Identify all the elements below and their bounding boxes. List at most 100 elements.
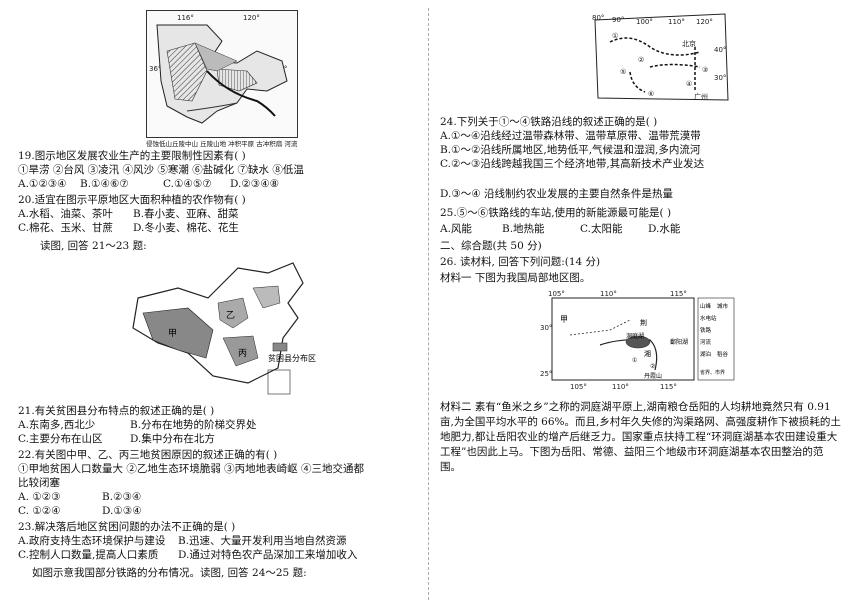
lat-label: 30° xyxy=(540,324,552,332)
label-xiang: 湘 xyxy=(644,349,651,358)
lon-label: 105° xyxy=(570,383,587,391)
q23-option-a[interactable]: A.政府支持生态环境保护与建设 xyxy=(18,535,166,547)
q24-option-b[interactable]: B.①～②沿线所属地区,地势低平,气候温和湿润,多内流河 xyxy=(440,144,701,156)
q21-option-c[interactable]: C.主要分布在山区 xyxy=(18,433,103,445)
intro-24-25: 如图示意我国部分铁路的分布情况。读图, 回答 24～25 题: xyxy=(32,567,307,579)
legend-item: 河流 xyxy=(284,140,298,148)
rail-marker: ④ xyxy=(686,80,692,88)
material-one: 材料一 下图为我国局部地区图。 xyxy=(440,272,591,284)
legend-item: 稻谷 xyxy=(717,350,729,358)
lat-label: 30° xyxy=(714,74,726,82)
legend-item: 湖泊 xyxy=(700,350,711,358)
q20-option-d[interactable]: D.冬小麦、棉花、花生 xyxy=(133,222,239,234)
q23-option-b[interactable]: B.迅速、大量开发利用当地自然资源 xyxy=(178,535,347,547)
material-two: 材料二 素有“鱼米之乡”之称的洞庭湖平原上,湖南粮仓岳阳的人均耕地竟然只有 0.… xyxy=(440,401,841,473)
rail-marker: ① xyxy=(612,32,618,40)
q21-option-b[interactable]: B.分布在地势的阶梯交界处 xyxy=(130,419,257,431)
q20-option-b[interactable]: B.春小麦、亚麻、甜菜 xyxy=(133,208,239,220)
legend-item: 铁路 xyxy=(700,326,712,334)
lon-label: 110° xyxy=(668,18,685,26)
q20-option-c[interactable]: C.棉花、玉米、甘蔗 xyxy=(18,222,113,234)
rail-marker: ⑤ xyxy=(620,68,626,76)
q22-option-d[interactable]: D.①③④ xyxy=(102,505,142,517)
q22-option-b[interactable]: B.②③④ xyxy=(102,491,142,503)
legend-item: 冲积平原 xyxy=(228,140,255,148)
q24-stem: 24.下列关于①～④铁路沿线的叙述正确的是( ) xyxy=(440,116,658,128)
map-poverty-counties: 甲 乙 丙 贫困县分布区 xyxy=(118,258,318,398)
map1-legend: 侵蚀低山丘陵中山 丘陵山地 冲积平原 古冲积扇 河流 xyxy=(146,138,297,151)
q22-items-cont: 比较闭塞 xyxy=(18,477,60,489)
q23-option-c[interactable]: C.控制人口数量,提高人口素质 xyxy=(18,549,159,561)
q24-option-a[interactable]: A.①～④沿线经过温带森林带、温带草原带、温带荒漠带 xyxy=(440,130,701,142)
legend-item: 侵蚀低山丘陵中山 xyxy=(146,140,198,148)
q21-option-d[interactable]: D.集中分布在北方 xyxy=(130,433,215,445)
q26-stem: 26. 读材料, 回答下列问题:(14 分) xyxy=(440,256,601,268)
rail-marker: ② xyxy=(638,56,644,64)
q22-stem: 22.有关图中甲、乙、丙三地贫困原因的叙述正确的有( ) xyxy=(18,449,278,461)
region-label-jia: 甲 xyxy=(168,328,177,339)
q23-option-d[interactable]: D.通过对特色农产品深加工来增加收入 xyxy=(178,549,358,561)
label-danxia: 丹霞山 xyxy=(644,372,662,380)
lon-label: 115° xyxy=(660,383,677,391)
lon-label: 80° xyxy=(592,14,604,22)
legend-item: 丘陵山地 xyxy=(200,140,227,148)
q25-option-c[interactable]: C.太阳能 xyxy=(580,223,623,235)
q22-option-c[interactable]: C. ①②④ xyxy=(18,505,61,517)
q21-option-a[interactable]: A.东南多,西北少 xyxy=(18,419,96,431)
q19-stem: 19.图示地区发展农业生产的主要限制性因素有( ) xyxy=(18,150,246,162)
lon-label: 116° xyxy=(177,14,194,22)
q20-option-a[interactable]: A.水稻、油菜、茶叶 xyxy=(18,208,113,220)
q19-option-d[interactable]: D.②③④⑧ xyxy=(230,178,280,190)
region-label-jia: 甲 xyxy=(560,315,568,324)
lon-label: 110° xyxy=(600,290,617,298)
label-dongting-lake: 洞庭湖 xyxy=(626,332,644,340)
lon-label: 120° xyxy=(696,18,713,26)
legend-item: 山峰 xyxy=(700,302,712,310)
lon-label: 120° xyxy=(243,14,260,22)
rail-marker: ③ xyxy=(702,66,708,74)
legend-item: 省界、市界 xyxy=(700,369,725,376)
rail-marker: ⑥ xyxy=(648,90,654,98)
lon-label: 110° xyxy=(612,383,629,391)
lon-label: 115° xyxy=(670,290,687,298)
q24-option-d[interactable]: D.③～④ 沿线制约农业发展的主要自然条件是热量 xyxy=(440,188,674,200)
legend-item: 古冲积扇 xyxy=(256,140,283,148)
q19-option-a[interactable]: A.①②③④ xyxy=(18,178,67,190)
q19-items: ①旱涝 ②台风 ③凌汛 ④风沙 ⑤寒潮 ⑥盐碱化 ⑦缺水 ⑧低温 xyxy=(18,164,304,176)
lon-label: 100° xyxy=(636,18,653,26)
label-poyang-lake: 鄱阳湖 xyxy=(670,338,688,346)
q19-option-b[interactable]: B.①④⑥⑦ xyxy=(80,178,129,190)
marker-1: ① xyxy=(632,357,637,364)
q22-items: ①甲地贫困人口数量大 ②乙地生态环境脆弱 ③丙地地表崎岖 ④三地交通都 xyxy=(18,463,365,475)
marker-2: ② xyxy=(650,363,655,370)
lat-label: 25° xyxy=(540,370,552,378)
map-north-china-plain: 116° 120° 36° 36° xyxy=(146,10,298,138)
q24-option-c[interactable]: C.②～③沿线跨越我国三个经济地带,其高新技术产业发达 xyxy=(440,158,705,170)
q19-option-c[interactable]: C.①④⑤⑦ xyxy=(163,178,212,190)
q25-option-a[interactable]: A.风能 xyxy=(440,223,472,235)
column-divider xyxy=(428,8,429,600)
city-label-guangzhou: 广州 xyxy=(694,92,708,101)
map-dongting-region: 105° 110° 115° 30° 25° 甲 荆 洞庭湖 鄱阳湖 湘 ① ②… xyxy=(540,290,735,392)
legend-item: 河流 xyxy=(700,338,712,346)
intro-21-23: 读图, 回答 21～23 题: xyxy=(40,240,147,252)
q25-option-d[interactable]: D.水能 xyxy=(648,223,681,235)
q20-stem: 20.适宜在图示平原地区大面积种植的农作物有( ) xyxy=(18,194,246,206)
lon-label: 90° xyxy=(612,16,624,24)
section-title: 二、综合题(共 50 分) xyxy=(440,240,542,252)
map-railways: 80° 90° 100° 110° 120° 40° 30° 北京 广州 ① ②… xyxy=(590,12,730,102)
legend-item: 水电站 xyxy=(700,314,717,322)
lon-label: 105° xyxy=(548,290,565,298)
lat-label: 40° xyxy=(714,46,726,54)
lat-label: 36° xyxy=(149,65,161,73)
q25-stem: 25.⑤～⑥铁路线的车站,使用的新能源最可能是( ) xyxy=(440,207,672,219)
region-label-bing: 丙 xyxy=(238,348,247,359)
label-jing: 荆 xyxy=(640,318,647,327)
map2-legend-label: 贫困县分布区 xyxy=(268,353,316,363)
q22-option-a[interactable]: A. ①②③ xyxy=(18,491,61,503)
city-label-beijing: 北京 xyxy=(682,39,696,48)
q21-stem: 21.有关贫困县分布特点的叙述正确的是( ) xyxy=(18,405,215,417)
q23-stem: 23.解决落后地区贫困问题的办法不正确的是( ) xyxy=(18,521,236,533)
region-label-yi: 乙 xyxy=(226,310,235,321)
q25-option-b[interactable]: B.地热能 xyxy=(502,223,545,235)
